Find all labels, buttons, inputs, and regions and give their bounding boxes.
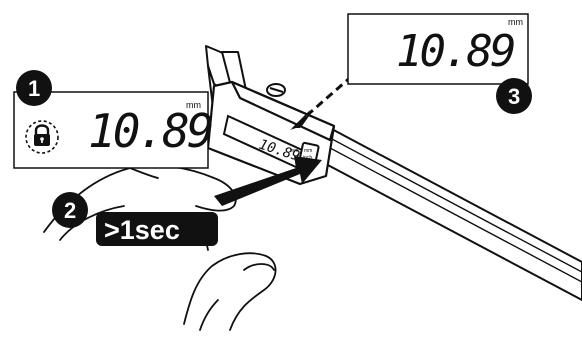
button-label-top: mm bbox=[304, 148, 312, 154]
thumb-roller bbox=[267, 84, 285, 96]
step-badge-3: 3 bbox=[496, 78, 532, 114]
callout-1-display: 10.89 mm bbox=[14, 92, 212, 168]
step-badge-2-label: 2 bbox=[64, 198, 76, 223]
step-2-duration: >1sec bbox=[96, 212, 218, 246]
callout-1-unit: mm bbox=[186, 100, 201, 110]
callout-3-display: 10.89 mm bbox=[348, 14, 528, 84]
device-display-unit: mm bbox=[290, 148, 298, 154]
step-badge-1: 1 bbox=[16, 70, 52, 106]
lock-icon bbox=[26, 121, 58, 153]
step-2-duration-label: >1sec bbox=[104, 215, 180, 245]
callout-1-reading: 10.89 bbox=[88, 104, 212, 158]
step-badge-2: 2 bbox=[52, 192, 88, 228]
step-badge-3-label: 3 bbox=[508, 84, 520, 109]
step-badge-1-label: 1 bbox=[28, 76, 40, 101]
callout-3-unit: mm bbox=[508, 17, 523, 27]
callout-3-reading: 10.89 bbox=[396, 26, 514, 77]
